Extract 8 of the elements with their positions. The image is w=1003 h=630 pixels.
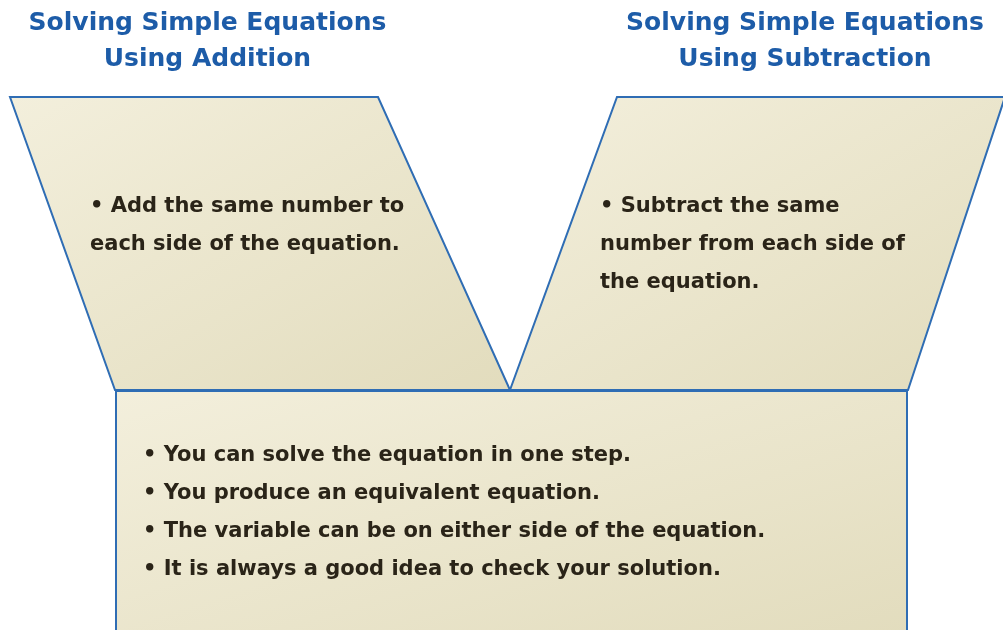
bullet-text: • You can solve the equation in one step. [143, 441, 632, 468]
bullet-text: • You produce an equivalent equation. [143, 479, 601, 506]
bullet-text: • It is always a good idea to check your solution. [143, 555, 722, 582]
bullet-text: • The variable can be on either side of the equation. [143, 517, 767, 544]
heading: Solving Simple Equations Using Subtraction [625, 6, 985, 74]
heading: Solving Simple Equations Using Addition [27, 6, 388, 74]
bullet-text: • Add the same number to each side of the equation. [90, 192, 406, 257]
bullet-text: • Subtract the same number from each side of the equation. [600, 192, 906, 295]
